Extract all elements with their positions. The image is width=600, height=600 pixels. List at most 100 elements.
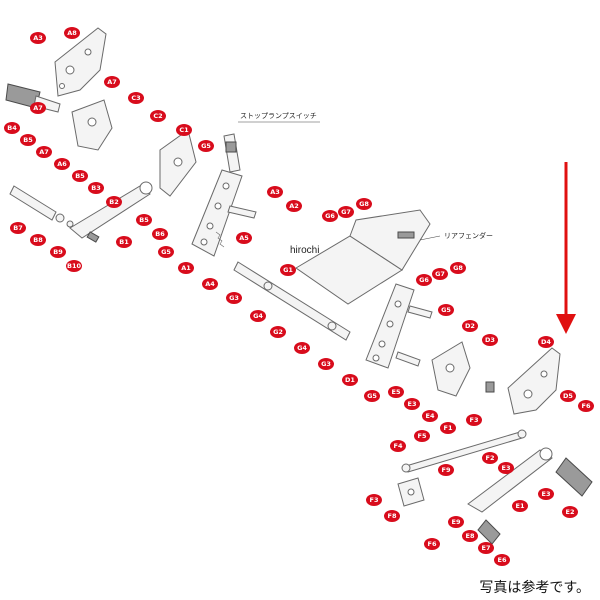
part-tag-e8: E8 [462,530,478,542]
part-tag-bubble [462,320,478,332]
part-tag-bubble [158,246,174,258]
part-tag-label: E1 [516,502,525,510]
rear-fender-note: リアフェンダー [444,231,493,240]
part-tag-label: G4 [297,344,307,352]
part-tag-label: A3 [33,34,43,42]
small-bracket [397,477,425,507]
part-tag-f5: F5 [414,430,430,442]
part-tag-label: A2 [289,202,299,210]
part-tag-label: E7 [482,544,491,552]
part-tag-label: B6 [155,230,165,238]
part-tag-label: C3 [131,94,140,102]
part-tag-label: F4 [394,442,403,450]
part-tag-label: D2 [465,322,475,330]
part-tag-bubble [438,464,454,476]
part-tag-bubble [422,410,438,422]
watermark-text: hirochi [290,245,319,256]
part-tag-label: F9 [442,466,451,474]
part-tag-label: G6 [419,276,429,284]
part-tag-b5: B5 [20,134,36,146]
part-tag-e3: E3 [538,488,554,500]
part-tag-c3: C3 [128,92,144,104]
part-tag-bubble [390,440,406,452]
part-tag-bubble [338,206,354,218]
part-tag-bubble [64,27,80,39]
part-tag-d1: D1 [342,374,358,386]
part-tag-bubble [50,246,66,258]
part-tag-bubble [30,32,46,44]
part-tag-label: G5 [201,142,211,150]
part-tag-a1: A1 [178,262,194,274]
part-tag-label: B5 [139,216,149,224]
part-tag-label: B3 [91,184,100,192]
part-tag-c2: C2 [150,110,166,122]
part-tag-a8: A8 [64,27,80,39]
part-tag-bubble [128,92,144,104]
part-tag-label: A3 [270,188,280,196]
part-tag-d4: D4 [538,336,554,348]
part-tag-f8: F8 [384,510,400,522]
part-tag-bubble [66,260,82,272]
right-bolt-a [227,205,257,219]
part-tag-label: G5 [441,306,451,314]
part-tag-f9: F9 [438,464,454,476]
part-tag-label: E4 [426,412,435,420]
part-tag-g5: G5 [158,246,174,258]
part-tag-bubble [512,500,528,512]
part-tag-bubble [270,326,286,338]
rear-fender-bracket [295,209,431,305]
part-tag-bubble [416,274,432,286]
part-tag-a7: A7 [104,76,120,88]
part-tag-d2: D2 [462,320,478,332]
part-tag-bubble [104,76,120,88]
part-tag-bubble [250,310,266,322]
part-tag-label: F6 [428,540,437,548]
part-tag-e3: E3 [498,462,514,474]
part-tag-bubble [10,222,26,234]
part-tag-label: B5 [75,172,85,180]
part-tag-bubble [178,262,194,274]
rubber-grip [477,519,501,545]
part-tag-d3: D3 [482,334,498,346]
part-tag-label: C1 [179,126,189,134]
part-tag-d5: D5 [560,390,576,402]
part-tag-bubble [322,210,338,222]
part-tag-label: D1 [345,376,355,384]
part-tag-e6: E6 [494,554,510,566]
stop-switch-note: ストップランプスイッチ [240,112,317,120]
part-tag-label: E5 [392,388,401,396]
part-tag-e1: E1 [512,500,528,512]
part-tag-label: G2 [273,328,283,336]
part-tag-label: D4 [541,338,551,346]
part-tag-label: A8 [67,29,77,37]
part-tag-label: D5 [563,392,573,400]
part-tag-bubble [414,430,430,442]
part-tag-label: A5 [239,234,249,242]
part-tag-label: D3 [485,336,495,344]
part-tag-label: G7 [341,208,351,216]
part-tag-bubble [448,516,464,528]
part-tag-bubble [562,506,578,518]
part-tag-f4: F4 [390,440,406,452]
part-tag-bubble [116,236,132,248]
part-tag-g4: G4 [250,310,266,322]
shift-rod [401,429,527,473]
part-tag-layer: A3A8A7B4A7B5C3C2A7A6B5C1G5B3B2B5B7B8B9B1… [4,27,594,566]
part-tag-bubble [150,110,166,122]
part-tag-label: A6 [57,160,67,168]
part-tag-g2: G2 [270,326,286,338]
part-tag-bubble [202,278,218,290]
part-tag-label: G8 [359,200,369,208]
part-tag-b10: B10 [66,260,82,272]
part-tag-e3: E3 [404,398,420,410]
part-tag-bubble [36,146,52,158]
red-pointer-arrow [556,162,576,334]
part-tag-bubble [72,170,88,182]
part-tag-a3: A3 [267,186,283,198]
part-tag-label: A7 [39,148,49,156]
left-main-plate [191,169,243,257]
part-tag-g7: G7 [432,268,448,280]
part-tag-label: F3 [470,416,479,424]
part-tag-label: B2 [109,198,118,206]
part-tag-bubble [20,134,36,146]
